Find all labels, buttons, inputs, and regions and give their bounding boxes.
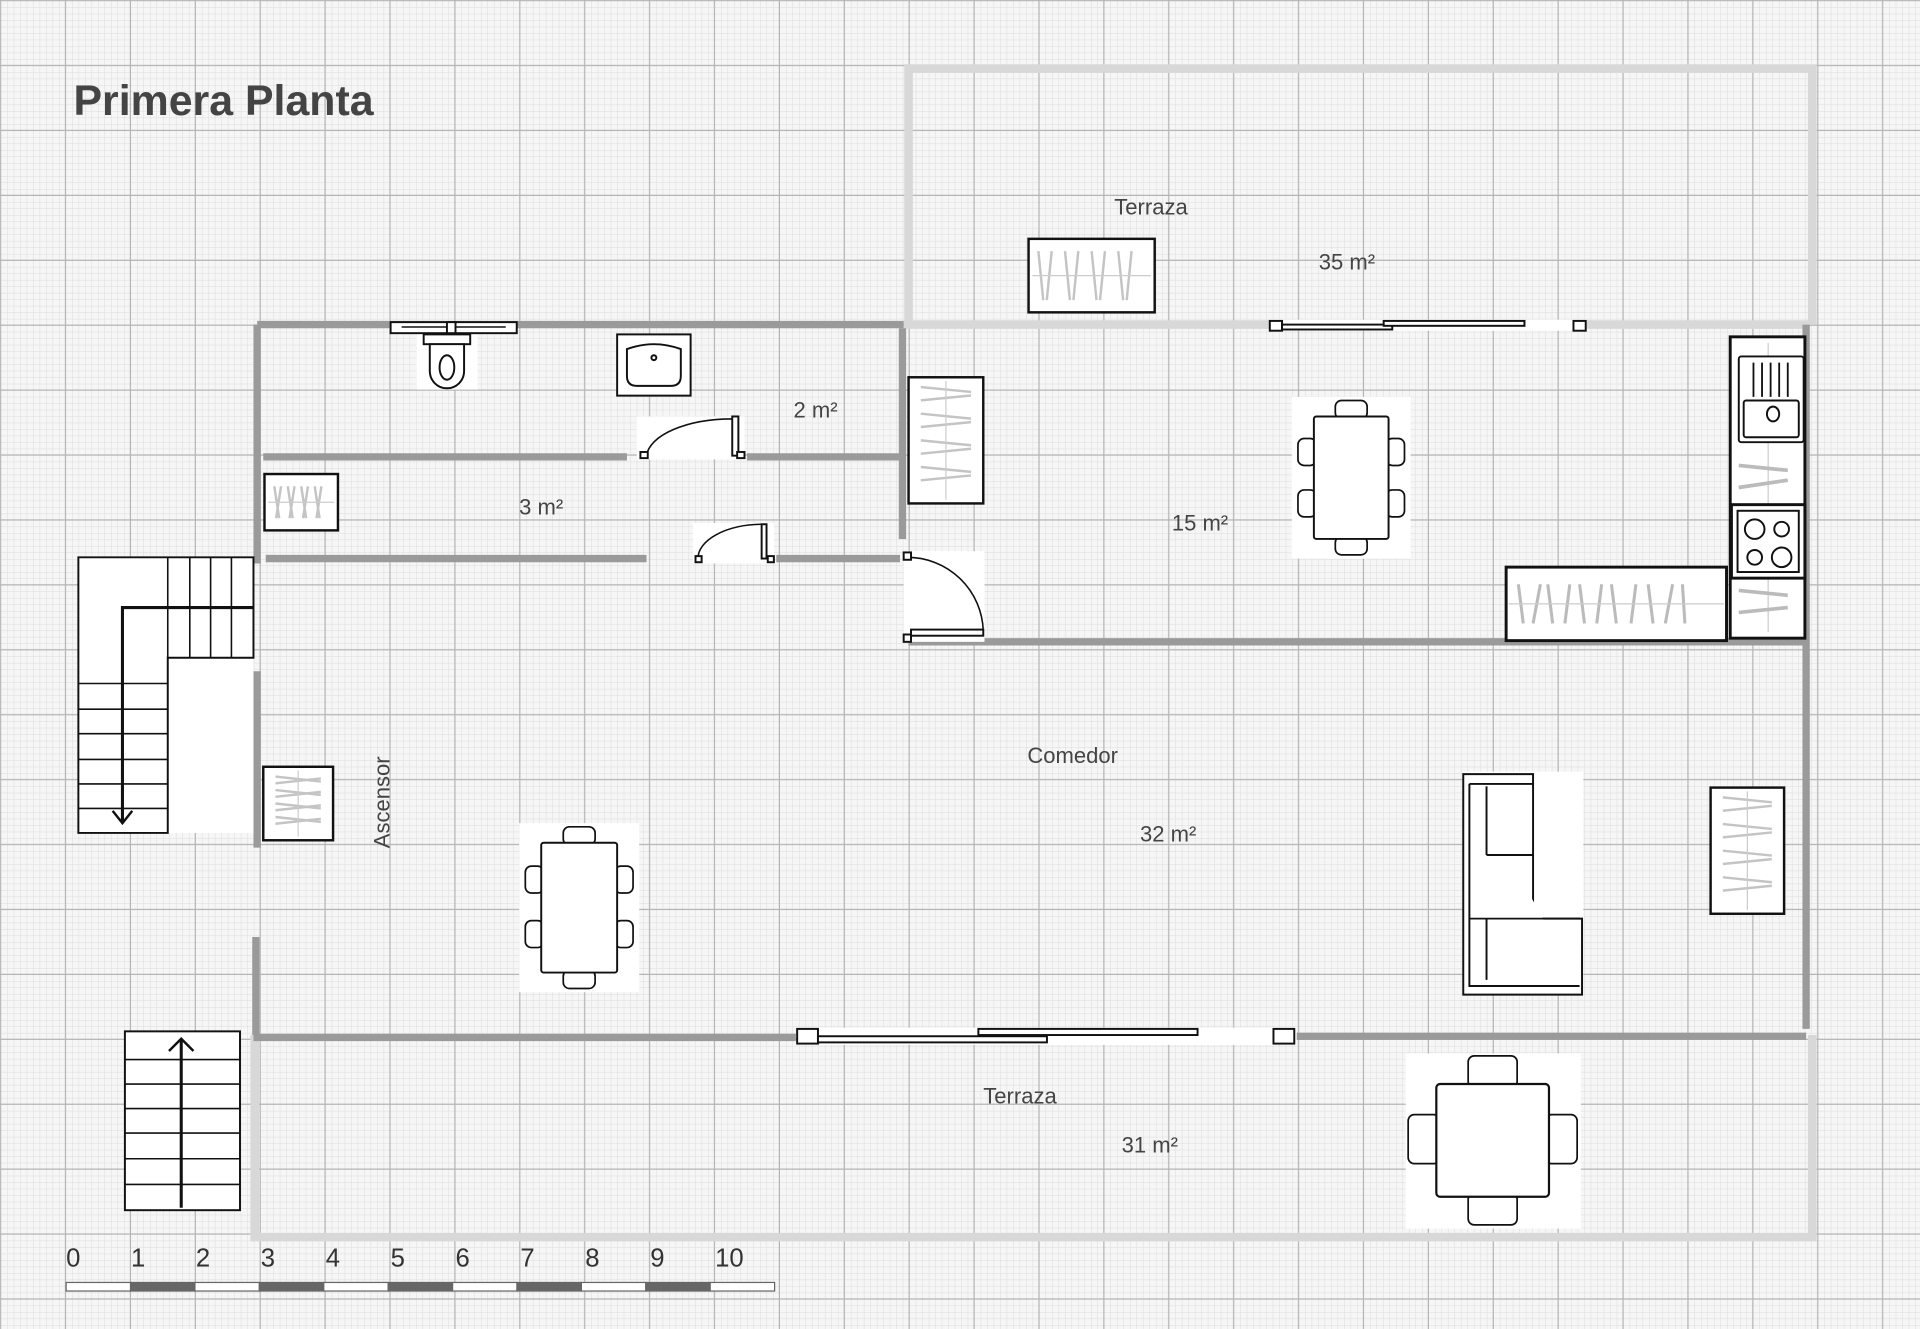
scale-tick-label: 6 (456, 1245, 470, 1273)
plan-title: Primera Planta (73, 77, 374, 125)
toilet-icon (416, 325, 478, 390)
room-name-terraza-top: Terraza (1114, 194, 1188, 219)
room-area-kitchen: 15 m² (1172, 510, 1228, 535)
sliding-door-bottom[interactable] (796, 1027, 1297, 1045)
scale-segment (580, 1281, 647, 1292)
scale-tick-label: 5 (391, 1245, 405, 1273)
scale-tick-label: 1 (131, 1245, 145, 1273)
wardrobe-icon (262, 765, 335, 842)
wardrobe-icon (1027, 237, 1156, 314)
window-icon (389, 321, 518, 335)
scale-tick-label: 8 (585, 1245, 599, 1273)
dining-table-icon (519, 823, 640, 993)
table-top (1435, 1082, 1551, 1198)
scale-segment (516, 1281, 583, 1292)
wardrobe-icon (907, 376, 985, 505)
sliding-door-top[interactable] (1268, 319, 1587, 332)
room-area-terraza-top: 35 m² (1319, 249, 1375, 274)
scale-segment (129, 1281, 196, 1292)
elevator-label: Ascensor (369, 756, 394, 848)
scale-tick-label: 9 (650, 1245, 664, 1273)
door-icon[interactable] (693, 523, 775, 564)
kitchen-sink-icon (1737, 355, 1805, 444)
scale-tick-label: 4 (326, 1245, 340, 1273)
terrace-stairs-icon (123, 1030, 241, 1212)
scale-tick-label: 0 (66, 1245, 80, 1273)
scale-tick-label: 7 (520, 1245, 534, 1273)
scale-segment (258, 1281, 325, 1292)
scale-segment (194, 1281, 260, 1292)
furniture (262, 237, 1786, 1229)
room-name-comedor: Comedor (1027, 743, 1118, 768)
sofa-icon (1462, 771, 1584, 996)
door-icon[interactable] (902, 551, 985, 643)
dining-table-icon (1291, 396, 1411, 559)
door-icon[interactable] (636, 415, 746, 460)
table-top (1312, 415, 1390, 540)
square-table-icon (1405, 1053, 1581, 1229)
scale-segment (645, 1281, 711, 1292)
room-area-terraza-bottom: 31 m² (1122, 1133, 1178, 1158)
scale-segment (709, 1281, 776, 1292)
scale-segment (65, 1281, 132, 1292)
staircase-icon (77, 556, 255, 834)
scale-segment (387, 1281, 454, 1292)
wardrobe-icon (263, 472, 340, 532)
scale-tick-label: 2 (196, 1245, 210, 1273)
room-area-comedor: 32 m² (1140, 821, 1196, 846)
scale-segment (323, 1281, 389, 1292)
room-name-terraza-bottom: Terraza (983, 1084, 1057, 1109)
scale-tick-label: 10 (715, 1245, 744, 1273)
chair-icon (1467, 1192, 1518, 1226)
room-area-bath: 2 m² (793, 398, 837, 423)
table-top (540, 841, 619, 974)
wardrobe-icon (1709, 786, 1786, 915)
cooktop-icon (1729, 503, 1807, 580)
sink-icon (616, 333, 692, 397)
room-labels: Terraza 35 m² 2 m² 3 m² 15 m² Comedor 32… (369, 194, 1375, 1157)
scale-segment (451, 1281, 518, 1292)
room-area-hall: 3 m² (519, 494, 563, 519)
scale-bar: 0 1 2 3 4 5 6 7 8 9 10 (65, 1245, 776, 1292)
kitchen-counter (1504, 335, 1807, 643)
scale-tick-label: 3 (261, 1245, 275, 1273)
